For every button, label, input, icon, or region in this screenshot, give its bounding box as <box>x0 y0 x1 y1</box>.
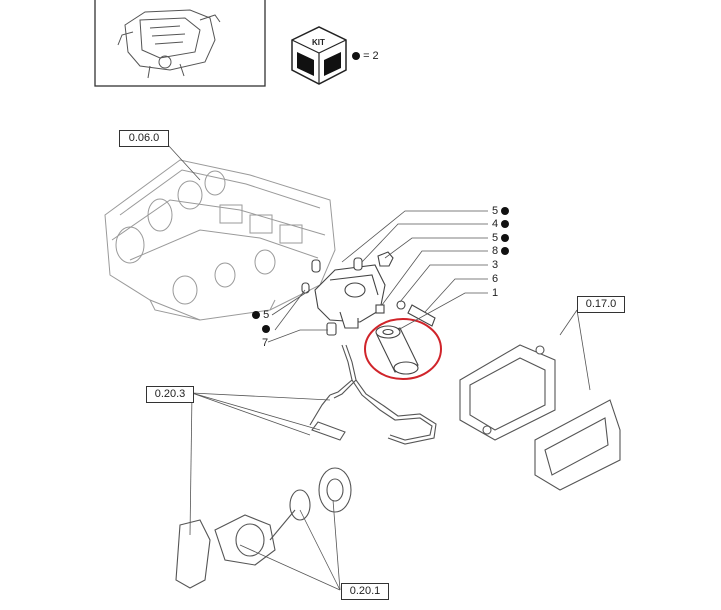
ref-box-engine-block[interactable]: 0.06.0 <box>119 130 169 147</box>
ref-box-ecu[interactable]: 0.17.0 <box>577 296 625 313</box>
kit-label: KIT <box>312 38 325 47</box>
bullet-icon <box>262 325 270 334</box>
callout-number: 3 <box>492 259 499 271</box>
engine-block-drawing <box>104 159 336 321</box>
callout-number: 6 <box>492 273 499 285</box>
bullet-icon <box>252 311 260 320</box>
ref-box-injection-pump[interactable]: 0.20.1 <box>341 583 389 600</box>
bullet-icon <box>501 220 510 229</box>
callout-number: 7 <box>262 337 269 349</box>
callout-item[interactable]: 3 <box>492 259 498 272</box>
callout-number: 5 <box>492 205 499 217</box>
callout-number: 5 <box>263 309 270 321</box>
fuel-pipes-drawing <box>309 344 437 445</box>
bullet-icon <box>501 207 510 216</box>
highlight-circle <box>364 318 442 380</box>
callout-item[interactable]: 4 <box>492 218 510 231</box>
bullet-icon <box>501 247 510 256</box>
filter-housing-drawing <box>301 251 436 336</box>
bullet-icon <box>501 234 510 243</box>
engine-thumbnail <box>94 0 266 87</box>
ecu-drawing <box>459 344 621 491</box>
callout-number: 1 <box>492 287 499 299</box>
callout-number: 8 <box>492 245 499 257</box>
callout-item[interactable]: 5 <box>492 232 510 245</box>
callout-item[interactable]: 5 <box>492 205 510 218</box>
callout-item[interactable]: 6 <box>492 273 498 286</box>
callout-number: 5 <box>492 232 499 244</box>
bullet-icon <box>352 52 360 61</box>
callout-item[interactable]: 5 <box>252 309 269 322</box>
leader-lines <box>167 144 591 591</box>
callout-number: 4 <box>492 218 499 230</box>
callout-item[interactable] <box>262 323 270 336</box>
injection-pump-drawing <box>175 467 352 589</box>
kit-equals-text: = 2 <box>363 50 379 62</box>
filter-cartridge-drawing <box>375 325 419 375</box>
ref-box-fuel-pipes[interactable]: 0.20.3 <box>146 386 194 403</box>
callout-item[interactable]: 7 <box>262 337 268 350</box>
kit-icon <box>291 26 347 85</box>
callout-item[interactable]: 1 <box>492 287 498 300</box>
callout-item[interactable]: 8 <box>492 245 510 258</box>
kit-legend: = 2 <box>352 50 379 62</box>
